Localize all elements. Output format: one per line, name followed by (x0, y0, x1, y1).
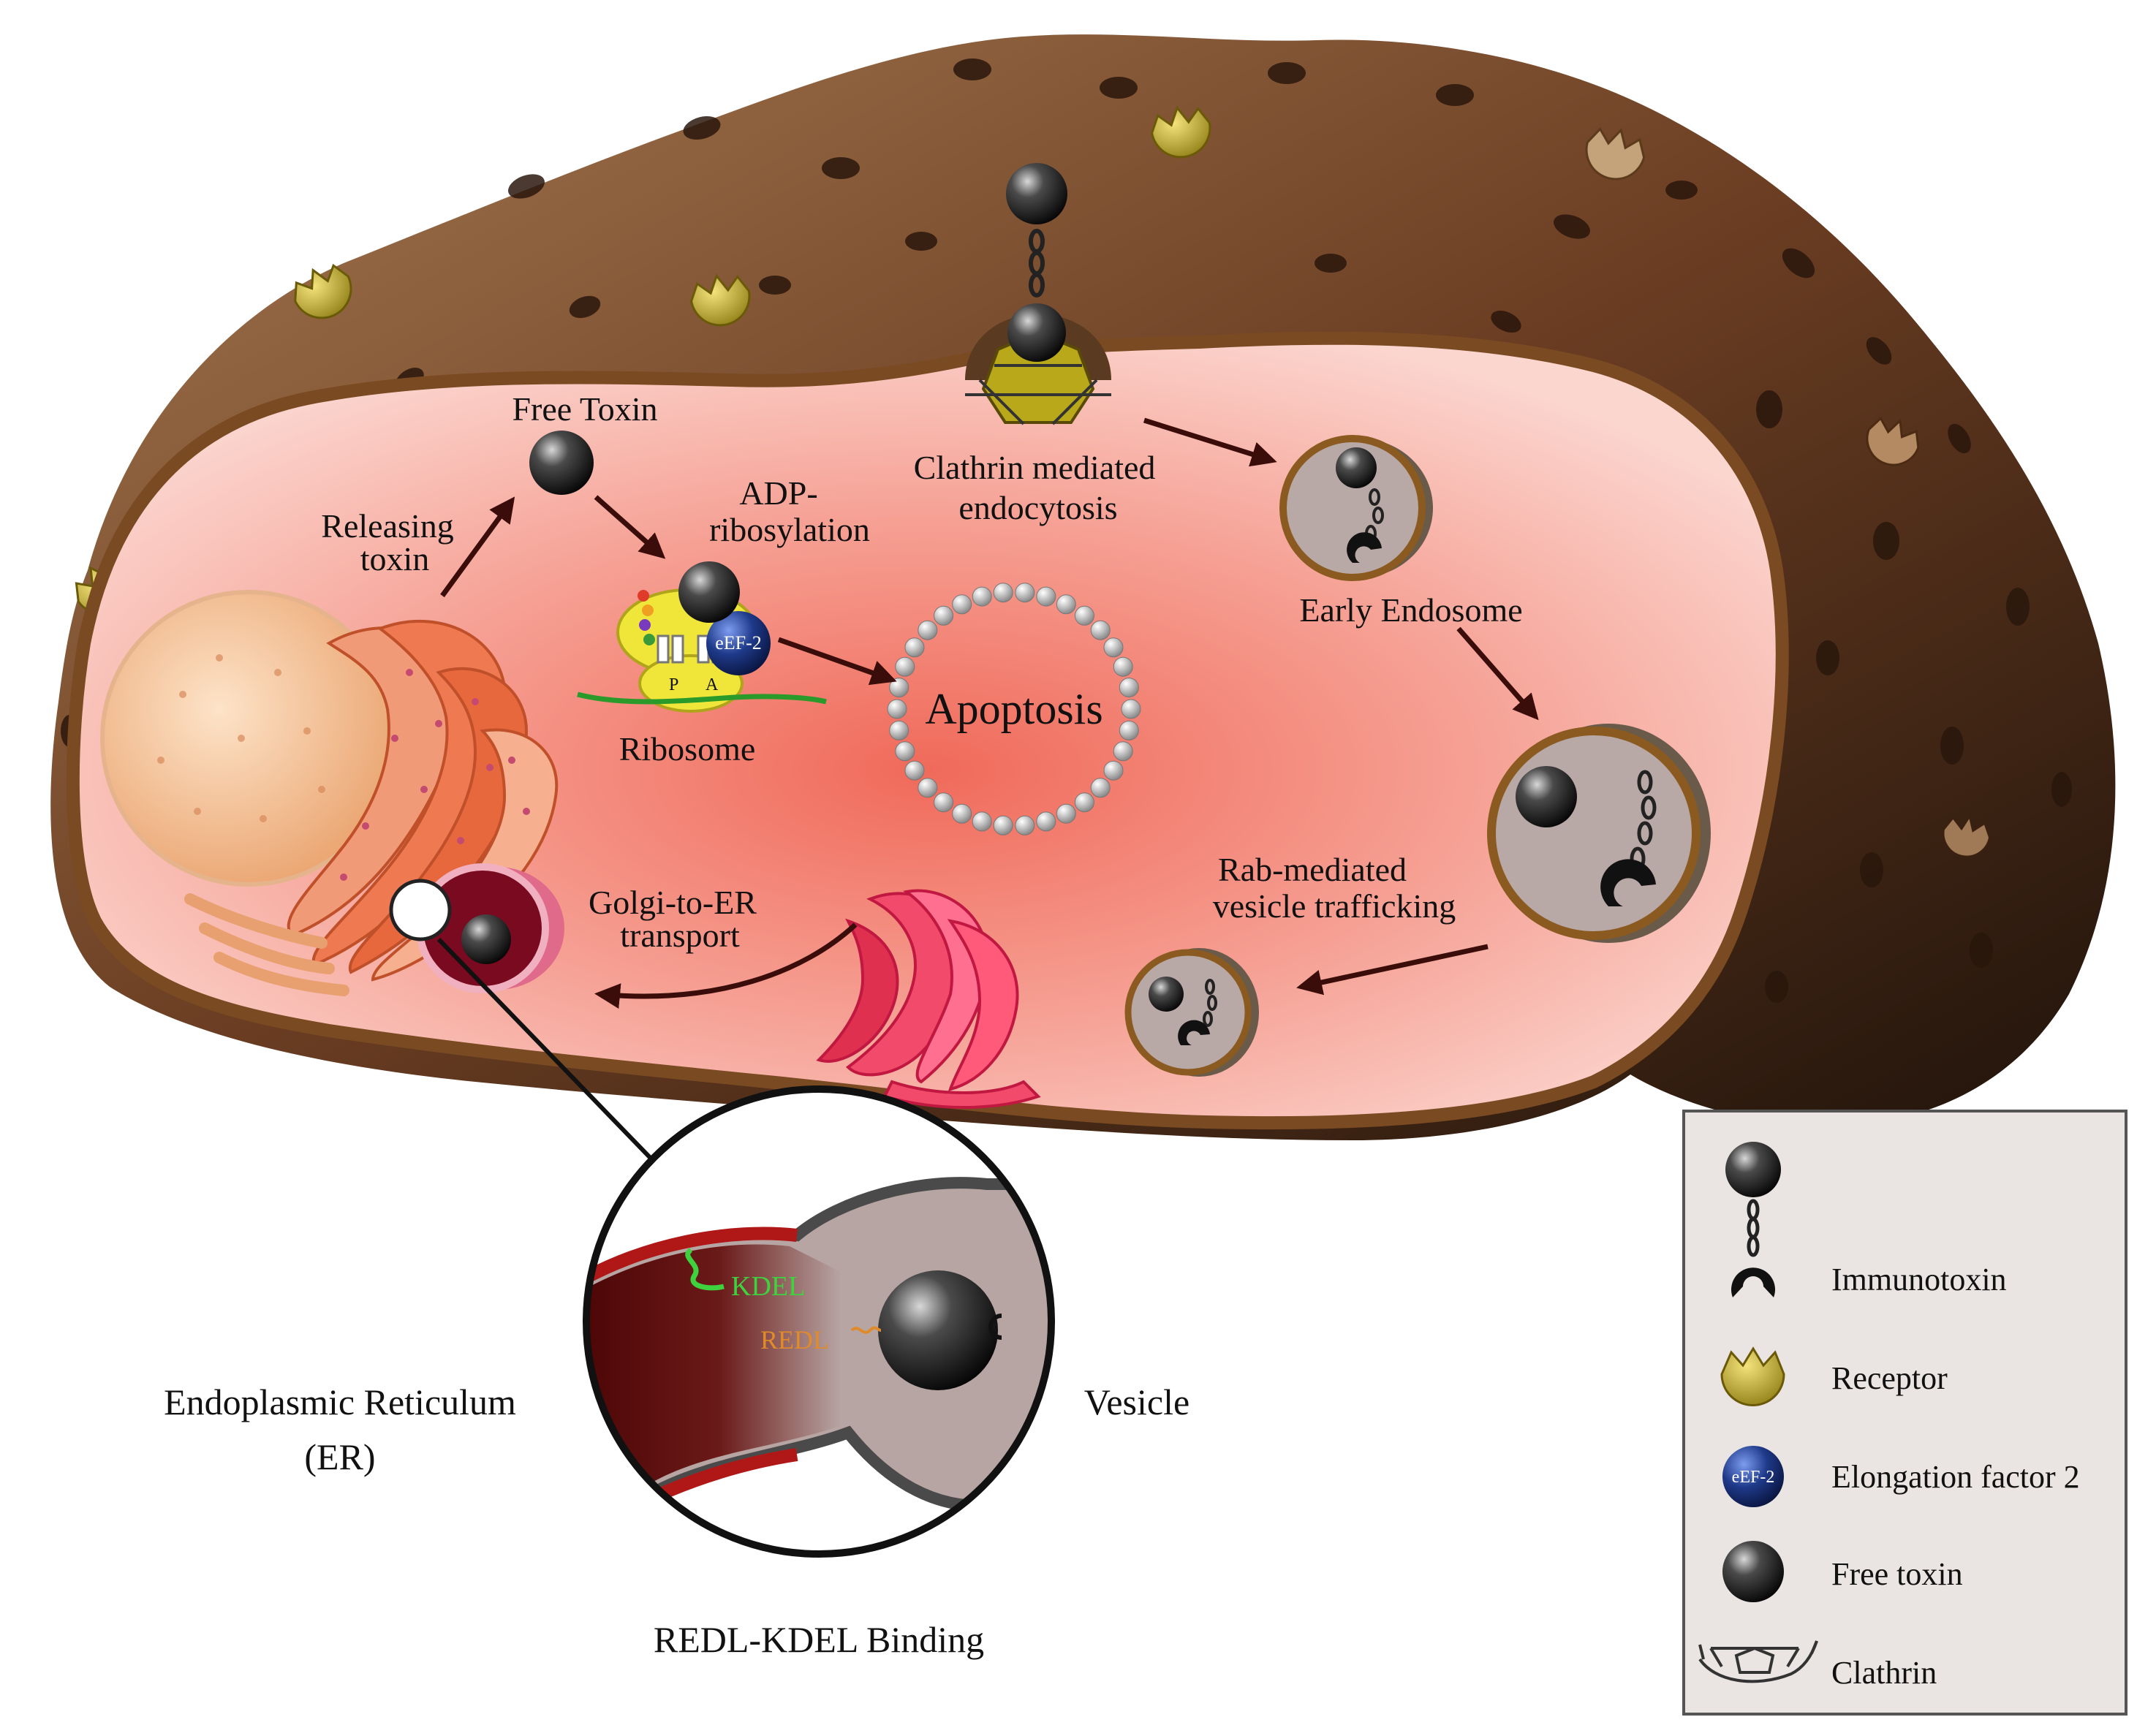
apoptosis-bead (952, 803, 972, 824)
clathrin-icon (1698, 1640, 1818, 1683)
apoptosis-bead (904, 760, 925, 781)
golgi-apparatus (816, 889, 1041, 1109)
redl-kdel-binding-label: REDL-KDEL Binding (654, 1619, 984, 1660)
rab-label-2: vesicle trafficking (1213, 887, 1456, 925)
clathrin-pit (965, 163, 1111, 425)
legend: Immunotoxin Receptor eEF-2 Elongation fa… (1682, 1110, 2127, 1716)
apoptosis-bead (1015, 815, 1035, 835)
apoptosis-ring (887, 583, 1141, 835)
rab-label-1: Rab-mediated (1218, 851, 1407, 888)
apoptosis-bead (889, 720, 909, 740)
zoom-callout: KDEL REDL (436, 937, 1055, 1558)
ribosome-p-site: P (669, 675, 678, 694)
free-toxin-icon (1722, 1541, 1784, 1602)
apoptosis-bead (1056, 594, 1076, 615)
immunotoxin-icon (1725, 1142, 1781, 1297)
clathrin-label-2: endocytosis (958, 489, 1117, 526)
apoptosis-bead (993, 815, 1013, 835)
ribosome-label: Ribosome (619, 730, 756, 767)
eef2-label: eEF-2 (715, 632, 762, 653)
eef2-molecule (706, 611, 771, 675)
legend-free-toxin-label: Free toxin (1831, 1556, 1963, 1592)
apoptosis-bead (1036, 586, 1056, 607)
legend-clathrin-label: Clathrin (1831, 1655, 1937, 1691)
apoptosis-bead (895, 656, 915, 677)
releasing-toxin-label-1: Releasing (321, 507, 453, 545)
receptor-icon (1720, 1346, 1785, 1406)
free-toxin (529, 431, 594, 495)
apoptosis-bead (918, 778, 938, 798)
golgi-er-label-1: Golgi-to-ER (589, 884, 757, 921)
kdel-label: KDEL (731, 1271, 805, 1302)
er-label-1: Endoplasmic Reticulum (164, 1381, 516, 1422)
legend-immunotoxin: Immunotoxin (1725, 1142, 2007, 1297)
early-endosome-label: Early Endosome (1299, 591, 1522, 629)
apoptosis-bead (889, 678, 909, 698)
early-endosome (1279, 435, 1433, 581)
apoptosis-bead (972, 586, 992, 607)
apoptosis-bead (895, 741, 915, 762)
er-label-2: (ER) (304, 1436, 375, 1477)
apoptosis-bead (934, 605, 954, 626)
er-vesicle (389, 863, 564, 993)
apoptosis-bead (952, 594, 972, 615)
apoptosis-bead (1119, 720, 1139, 740)
apoptosis-bead (1015, 583, 1035, 603)
eef2-icon (1722, 1446, 1784, 1507)
clathrin-label-1: Clathrin mediated (914, 449, 1156, 486)
apoptosis-bead (1103, 760, 1124, 781)
releasing-toxin-label-2: toxin (360, 540, 430, 577)
free-toxin-label: Free Toxin (512, 390, 657, 428)
legend-clathrin: Clathrin (1698, 1640, 1937, 1691)
zoom-source-circle (389, 879, 452, 941)
nucleus-er-complex (100, 590, 559, 996)
apoptosis-bead (1056, 803, 1076, 824)
diagram-labels: Free Toxin Releasing toxin ADP- ribosyla… (164, 390, 1523, 1660)
legend-eef2-label: Elongation factor 2 (1831, 1459, 2080, 1495)
adp-label-2: ribosylation (709, 511, 870, 548)
legend-eef2-icon-text: eEF-2 (1732, 1468, 1775, 1487)
apoptosis-bead (993, 583, 1013, 603)
toxin-on-ribosome (678, 561, 740, 623)
apoptosis-bead (904, 637, 925, 658)
legend-receptor-label: Receptor (1831, 1360, 1948, 1396)
apoptosis-bead (1036, 811, 1056, 832)
transport-vesicle (1124, 948, 1259, 1077)
ribosome: P A eEF-2 (577, 561, 827, 713)
vesicle-label: Vesicle (1084, 1381, 1189, 1422)
apoptosis-bead (1119, 678, 1139, 698)
legend-receptor: Receptor (1720, 1346, 1948, 1406)
apoptosis-bead (934, 792, 954, 813)
apoptosis-bead (1090, 778, 1111, 798)
ribosome-a-site: A (706, 675, 719, 694)
golgi-er-label-2: transport (620, 917, 740, 954)
apoptosis-bead (1074, 605, 1094, 626)
pathway-arrows (440, 417, 1539, 1009)
adp-label-1: ADP- (739, 474, 817, 512)
apoptosis-bead (1121, 699, 1141, 719)
apoptosis-bead (972, 811, 992, 832)
late-endosome (1487, 724, 1711, 943)
apoptosis-bead (1103, 637, 1124, 658)
apoptosis-bead (918, 620, 938, 640)
apoptosis-bead (1113, 741, 1133, 762)
apoptosis-label: Apoptosis (925, 685, 1102, 733)
legend-immunotoxin-label: Immunotoxin (1831, 1262, 2007, 1297)
apoptosis-bead (1074, 792, 1094, 813)
apoptosis-bead (1113, 656, 1133, 677)
legend-free-toxin: Free toxin (1722, 1541, 1963, 1602)
redl-label: REDL (760, 1325, 829, 1354)
legend-eef2: eEF-2 Elongation factor 2 (1722, 1446, 2080, 1507)
apoptosis-bead (887, 699, 907, 719)
apoptosis-bead (1090, 620, 1111, 640)
